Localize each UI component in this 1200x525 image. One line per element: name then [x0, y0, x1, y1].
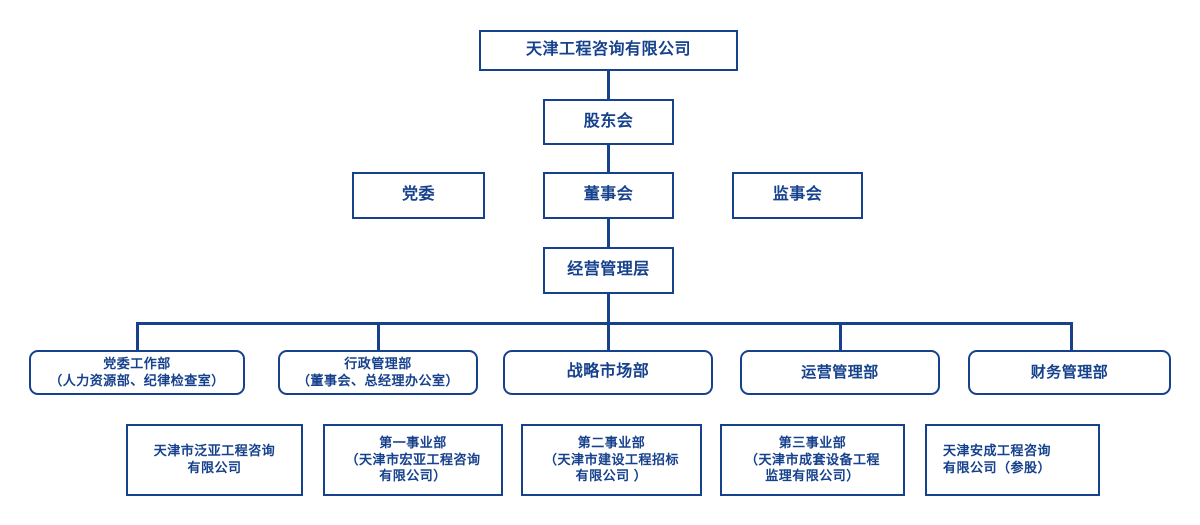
node-company[interactable]: 天津工程咨询有限公司: [479, 30, 738, 71]
node-subsidiary-4[interactable]: 第三事业部 （天津市成套设备工程 监理有限公司）: [720, 424, 905, 496]
node-board-of-directors[interactable]: 董事会: [543, 172, 674, 219]
connector-drop-dept-2: [377, 322, 380, 352]
node-subsidiary-1[interactable]: 天津市泛亚工程咨询 有限公司: [126, 424, 303, 496]
connector-horizontal-bus: [136, 322, 1073, 325]
node-party-committee[interactable]: 党委: [352, 172, 485, 219]
node-department-2[interactable]: 行政管理部 （董事会、总经理办公室）: [278, 350, 478, 395]
connector-shareholders-to-board: [607, 145, 610, 173]
node-department-4[interactable]: 运营管理部: [740, 350, 940, 395]
node-subsidiary-5[interactable]: 天津安成工程咨询 有限公司（参股）: [925, 424, 1100, 496]
node-subsidiary-2[interactable]: 第一事业部 （天津市宏亚工程咨询 有限公司）: [323, 424, 503, 496]
node-supervisory-board[interactable]: 监事会: [732, 172, 863, 219]
connector-company-to-shareholders: [607, 70, 610, 99]
connector-drop-dept-5: [1070, 322, 1073, 352]
node-department-5[interactable]: 财务管理部: [968, 350, 1171, 395]
connector-drop-dept-1: [136, 322, 139, 352]
node-department-1[interactable]: 党委工作部 （人力资源部、纪律检查室）: [29, 350, 245, 395]
connector-management-to-bus: [607, 294, 610, 324]
node-department-3[interactable]: 战略市场部: [503, 350, 713, 395]
node-shareholders-meeting[interactable]: 股东会: [543, 99, 674, 145]
connector-drop-dept-3: [607, 322, 610, 352]
node-management-layer[interactable]: 经营管理层: [543, 247, 674, 294]
node-subsidiary-3[interactable]: 第二事业部 （天津市建设工程招标 有限公司 ）: [521, 424, 702, 496]
connector-board-to-management: [607, 219, 610, 248]
connector-drop-dept-4: [839, 322, 842, 352]
